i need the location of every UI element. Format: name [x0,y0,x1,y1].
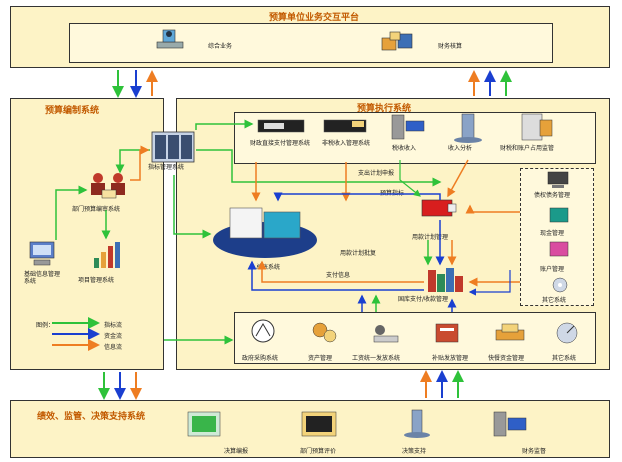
flow-arrows [0,0,622,462]
